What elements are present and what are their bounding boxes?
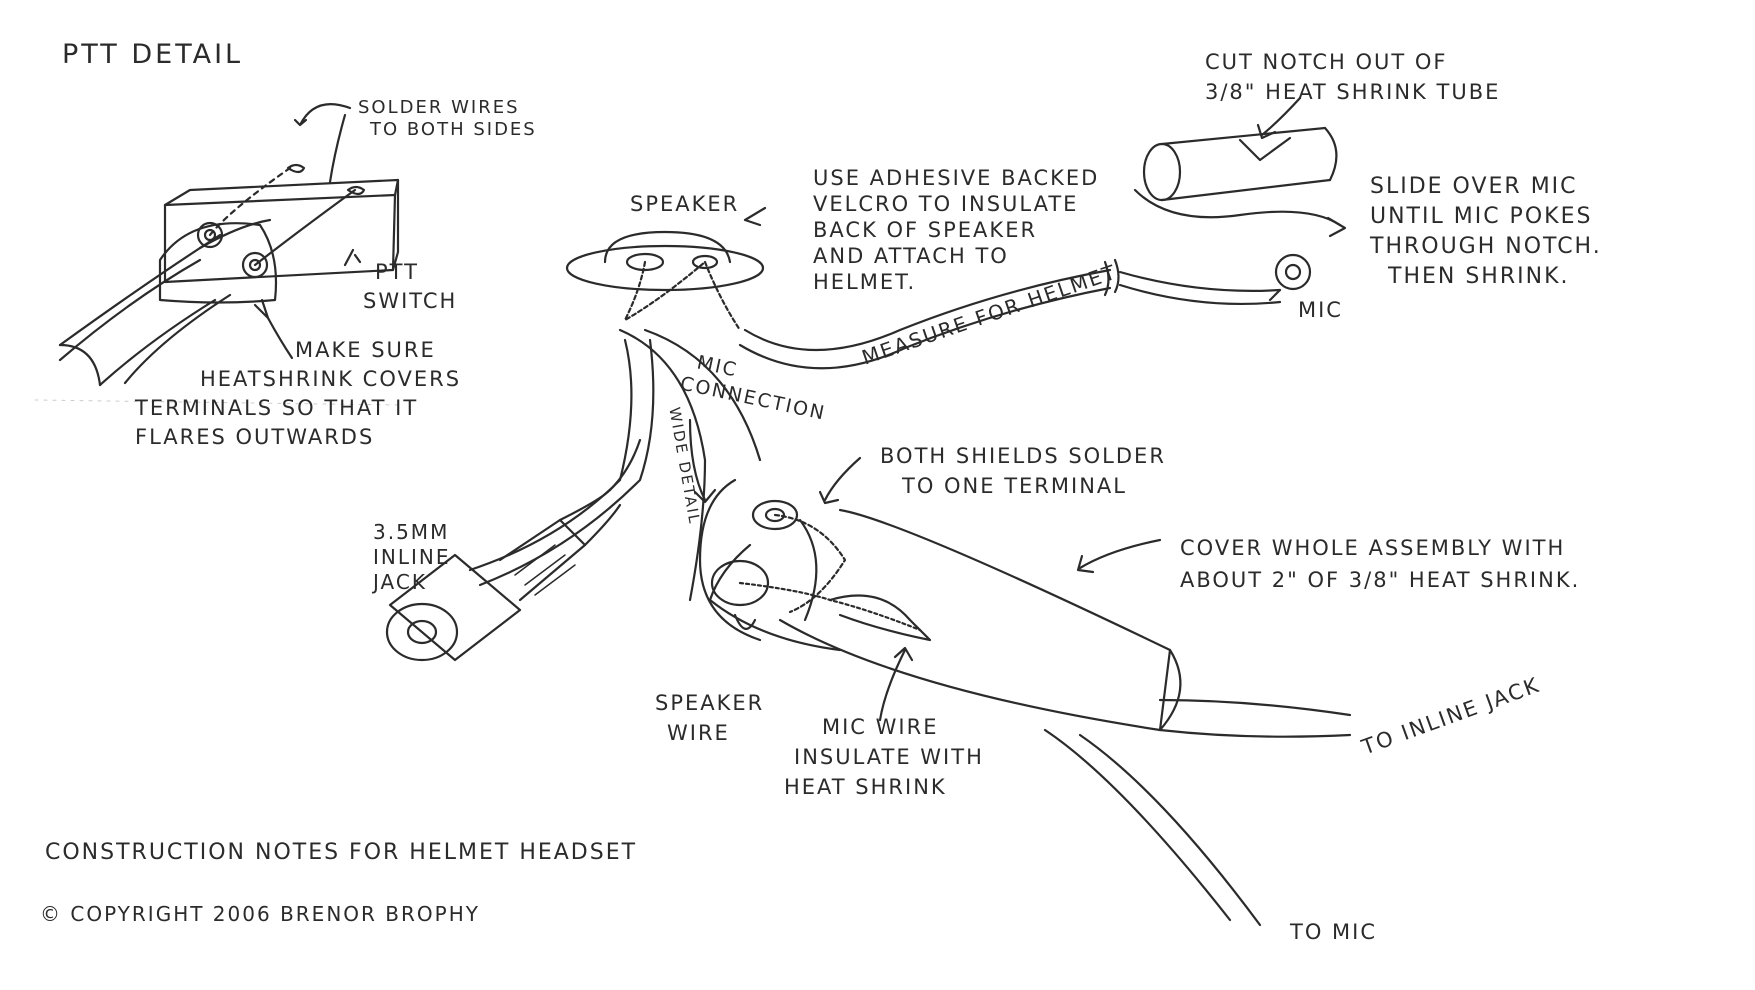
speaker-wire-label-line-1: SPEAKER	[655, 691, 765, 715]
velcro-note-line-3: BACK OF SPEAKER	[813, 218, 1038, 242]
shields-note-line-1: BOTH SHIELDS SOLDER	[880, 444, 1166, 468]
solder-note-line-1: SOLDER WIRES	[358, 97, 520, 118]
slide-note: SLIDE OVER MIC UNTIL MIC POKES THROUGH N…	[1370, 172, 1602, 292]
heatshrink-note-line-4: FLARES OUTWARDS	[135, 425, 375, 449]
velcro-note-line-4: AND ATTACH TO	[813, 244, 1009, 268]
copyright-note: © COPYRIGHT 2006 BRENOR BROPHY	[40, 902, 480, 926]
heat-shrink-tube	[1133, 96, 1347, 238]
to-mic-label: TO MIC	[1290, 920, 1378, 944]
velcro-note-line-1: USE ADHESIVE BACKED	[813, 166, 1100, 190]
mic-wire-note-line-3: HEAT SHRINK	[784, 775, 947, 799]
velcro-note-line-5: HELMET.	[813, 270, 917, 294]
mic-wire-note-line-2: INSULATE WITH	[794, 745, 984, 769]
solder-note: SOLDER WIRES TO BOTH SIDES	[358, 97, 537, 141]
heatshrink-note-line-2: HEATSHRINK COVERS	[200, 367, 462, 391]
ptt-switch-label: PTT SWITCH	[363, 258, 457, 316]
solder-note-line-2: TO BOTH SIDES	[370, 119, 537, 140]
connection-detail	[688, 418, 1352, 927]
velcro-note-line-2: VELCRO TO INSULATE	[813, 192, 1079, 216]
notch-note: CUT NOTCH OUT OF 3/8" HEAT SHRINK TUBE	[1205, 47, 1500, 107]
speaker-wire-label: SPEAKER WIRE	[655, 688, 764, 748]
speaker-label: SPEAKER	[630, 192, 740, 216]
construction-notes: CONSTRUCTION NOTES FOR HELMET HEADSET	[45, 840, 638, 865]
notch-note-line-2: 3/8" HEAT SHRINK TUBE	[1205, 80, 1501, 104]
ptt-switch-label-line-2: SWITCH	[363, 289, 458, 313]
helmet-cable	[738, 258, 1282, 370]
heatshrink-note: MAKE SURE HEATSHRINK COVERS TERMINALS SO…	[135, 336, 461, 452]
inline-jack-sketch	[385, 438, 642, 662]
page-title: PTT DETAIL	[62, 39, 244, 70]
cover-note: COVER WHOLE ASSEMBLY WITH ABOUT 2" OF 3/…	[1180, 532, 1580, 596]
velcro-note: USE ADHESIVE BACKED VELCRO TO INSULATE B…	[813, 165, 1099, 295]
shields-note-line-2: TO ONE TERMINAL	[902, 474, 1127, 498]
mic-label: MIC	[1298, 298, 1343, 322]
notch-note-line-1: CUT NOTCH OUT OF	[1205, 50, 1448, 74]
jack-label: 3.5MM INLINE JACK	[373, 520, 451, 595]
jack-label-line-1: 3.5MM	[373, 520, 450, 544]
mic-sketch	[1268, 253, 1312, 302]
speaker-wire-label-line-2: WIRE	[667, 721, 730, 745]
slide-note-line-1: SLIDE OVER MIC	[1370, 174, 1578, 199]
slide-note-line-3: THROUGH NOTCH.	[1370, 234, 1602, 259]
heatshrink-note-line-1: MAKE SURE	[295, 338, 436, 362]
mic-wire-note: MIC WIRE INSULATE WITH HEAT SHRINK	[784, 712, 984, 802]
speaker-sketch	[468, 206, 767, 602]
jack-label-line-3: JACK	[373, 570, 427, 594]
heatshrink-note-line-3: TERMINALS SO THAT IT	[135, 396, 419, 420]
shields-note: BOTH SHIELDS SOLDER TO ONE TERMINAL	[880, 441, 1166, 501]
slide-note-line-2: UNTIL MIC POKES	[1370, 204, 1593, 229]
cover-note-line-2: ABOUT 2" OF 3/8" HEAT SHRINK.	[1180, 568, 1581, 592]
jack-label-line-2: INLINE	[373, 545, 451, 569]
ptt-switch-sketch	[34, 103, 401, 406]
mic-wire-note-line-1: MIC WIRE	[822, 715, 939, 739]
cover-note-line-1: COVER WHOLE ASSEMBLY WITH	[1180, 536, 1566, 560]
slide-note-line-4: THEN SHRINK.	[1388, 264, 1570, 289]
ptt-switch-label-line-1: PTT	[375, 260, 419, 284]
